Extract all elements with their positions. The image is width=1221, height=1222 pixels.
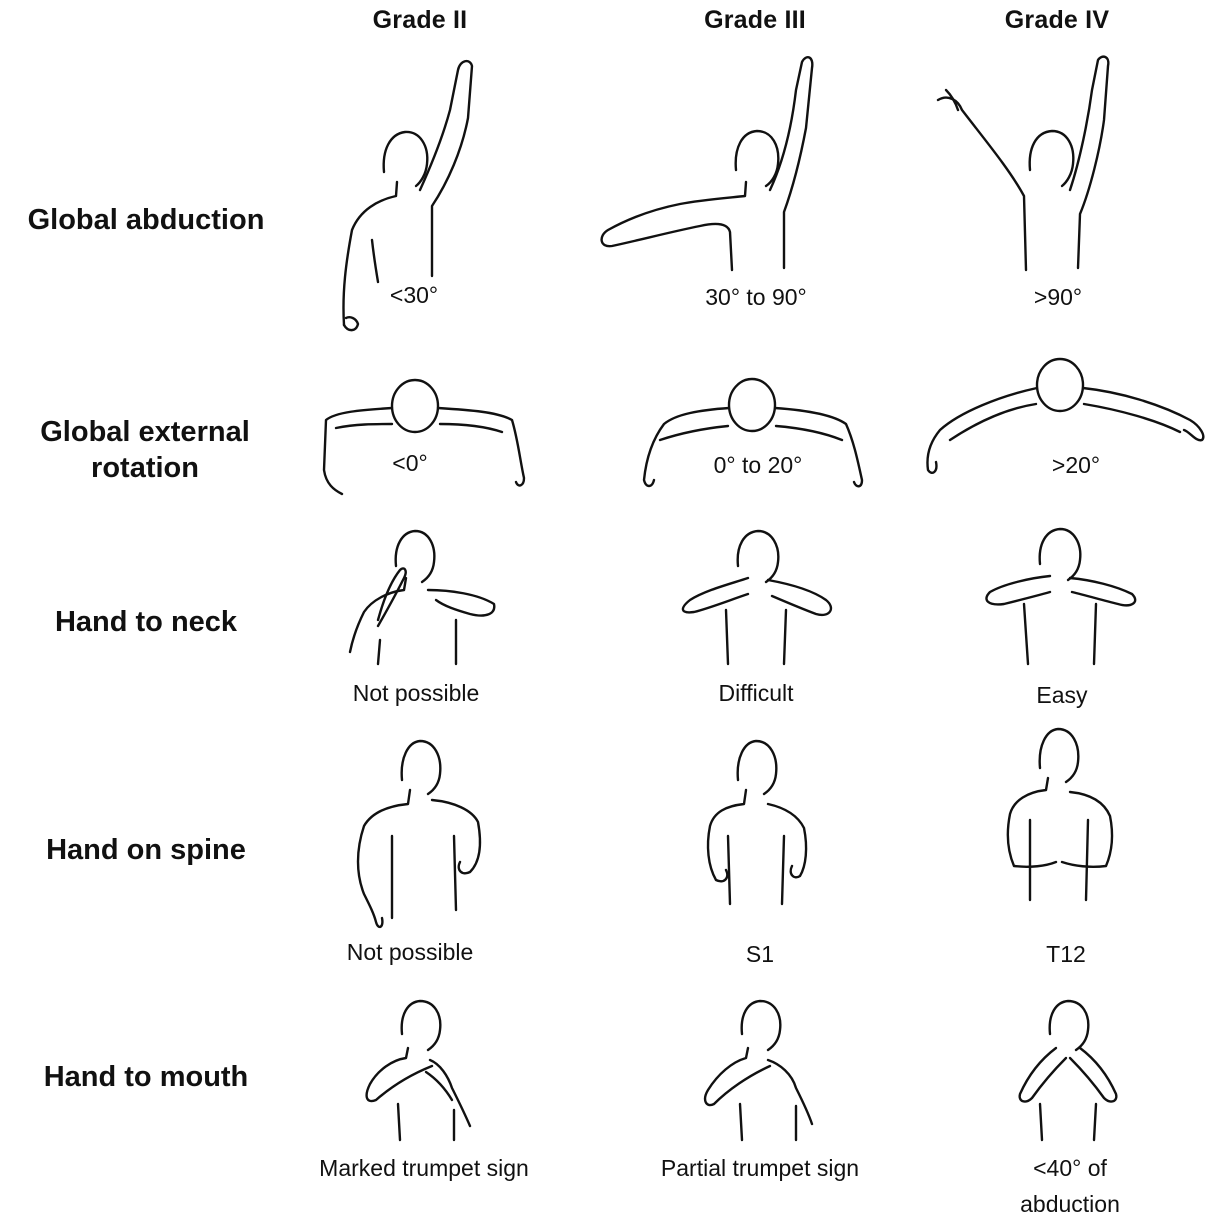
hand-on-spine-grade-3-figure (708, 741, 806, 904)
abduction-grade-4-figure (938, 57, 1108, 270)
caption-hand-on-spine-grade-2: Not possible (290, 936, 530, 969)
hand-to-mouth-grade-4-figure (1020, 1001, 1117, 1140)
caption-hand-to-mouth-grade-2: Marked trumpet sign (304, 1150, 544, 1186)
caption-abduction-grade-3: 30° to 90° (636, 281, 876, 314)
hand-to-mouth-grade-3-figure (705, 1001, 812, 1140)
caption-abduction-grade-2: <30° (294, 279, 534, 312)
caption-hand-to-mouth-grade-4: <40° of abduction (985, 1150, 1155, 1222)
caption-hand-on-spine-grade-4: T12 (946, 938, 1186, 971)
caption-hand-to-neck-grade-4: Easy (942, 679, 1182, 712)
caption-external-rotation-grade-3: 0° to 20° (638, 449, 878, 482)
caption-hand-to-mouth-grade-3: Partial trumpet sign (640, 1150, 880, 1186)
caption-abduction-grade-4: >90° (938, 281, 1178, 314)
hand-to-neck-grade-4-figure (986, 529, 1135, 664)
caption-hand-to-neck-grade-3: Difficult (636, 677, 876, 710)
hand-on-spine-grade-2-figure (358, 741, 480, 927)
caption-hand-on-spine-grade-3: S1 (640, 938, 880, 971)
hand-to-neck-grade-2-figure (350, 531, 494, 664)
caption-hand-to-neck-grade-2: Not possible (296, 677, 536, 710)
caption-external-rotation-grade-2: <0° (290, 447, 530, 480)
caption-external-rotation-grade-4: >20° (956, 449, 1196, 482)
abduction-grade-3-figure (602, 57, 813, 270)
hand-to-neck-grade-3-figure (683, 531, 831, 664)
hand-on-spine-grade-4-figure (1008, 729, 1112, 900)
hand-to-mouth-grade-2-figure (367, 1001, 470, 1140)
